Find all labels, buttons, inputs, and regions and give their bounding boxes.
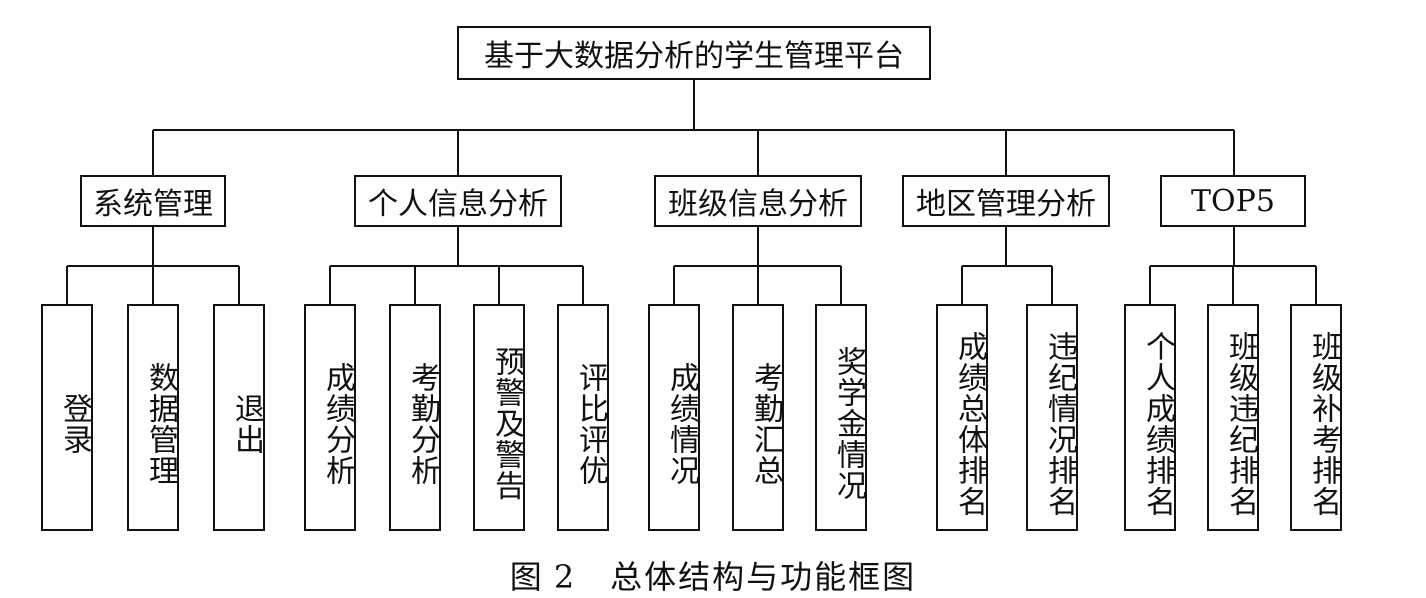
leaf-class-scores: 成绩情况 (648, 304, 700, 531)
leaf-logout: 退出 (213, 304, 265, 531)
leaf-data-management: 数据管理 (127, 304, 179, 531)
leaf-attendance-analysis: 考勤分析 (389, 304, 441, 531)
caption-figure-label: 图 (509, 558, 544, 596)
leaf-login: 登录 (41, 304, 93, 531)
leaf-class-makeup-ranking: 班级补考排名 (1290, 304, 1342, 531)
caption-title: 总体结构与功能框图 (610, 558, 917, 596)
module-personal: 个人信息分析 (354, 175, 562, 227)
module-region: 地区管理分析 (902, 175, 1110, 227)
leaf-scholarship: 奖学金情况 (815, 304, 867, 531)
module-system: 系统管理 (80, 175, 226, 227)
leaf-warning: 预警及警告 (473, 304, 525, 531)
leaf-attendance-summary: 考勤汇总 (732, 304, 784, 531)
leaf-discipline-ranking: 违纪情况排名 (1026, 304, 1078, 531)
leaf-evaluation: 评比评优 (557, 304, 609, 531)
module-top5: TOP5 (1160, 175, 1306, 227)
module-class: 班级信息分析 (654, 175, 862, 227)
root-node: 基于大数据分析的学生管理平台 (457, 26, 931, 80)
leaf-overall-score-ranking: 成绩总体排名 (936, 304, 988, 531)
leaf-class-discipline-ranking: 班级违纪排名 (1207, 304, 1259, 531)
leaf-score-analysis: 成绩分析 (304, 304, 356, 531)
caption-figure-number: 2 (553, 558, 577, 596)
leaf-personal-score-ranking: 个人成绩排名 (1124, 304, 1176, 531)
